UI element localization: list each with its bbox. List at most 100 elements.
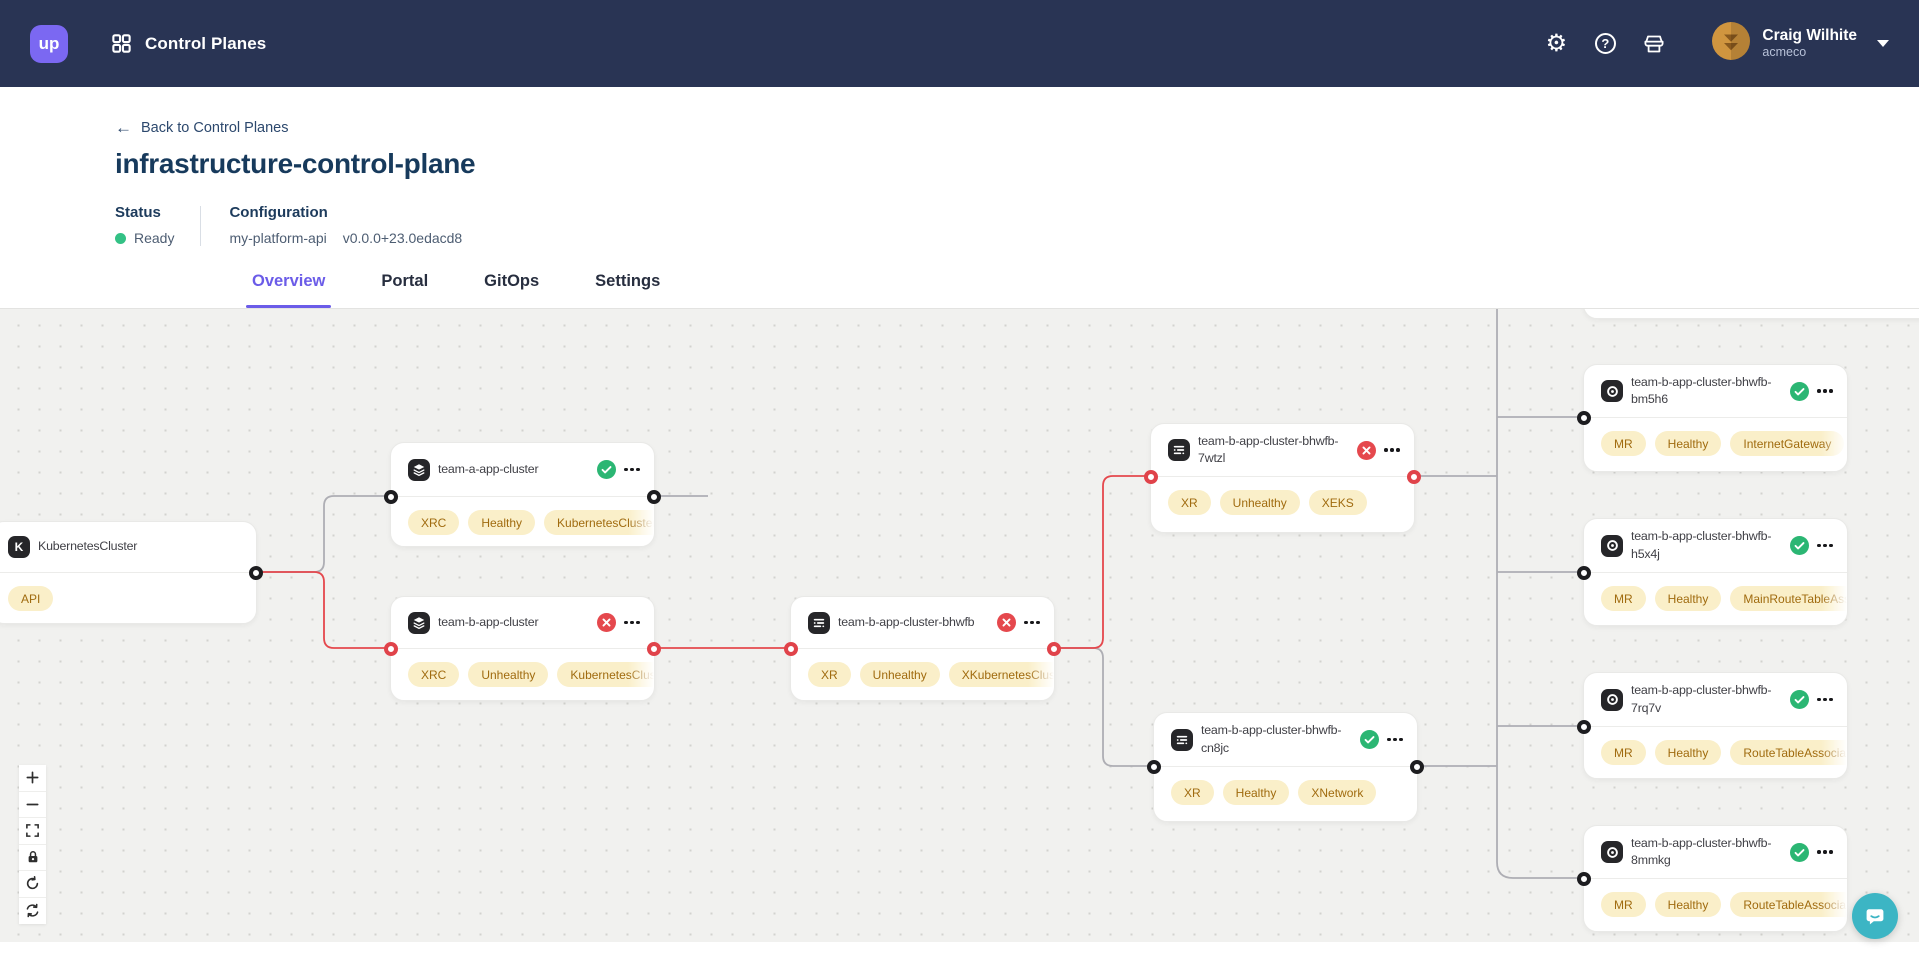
node-menu-button[interactable] bbox=[1384, 448, 1400, 452]
node-handle-right[interactable] bbox=[249, 566, 263, 580]
node-badges: MRHealthyMainRouteTableAssociation bbox=[1584, 573, 1847, 611]
graph-edge-trunk-vertical[interactable] bbox=[1496, 309, 1577, 879]
node-menu-button[interactable] bbox=[624, 620, 640, 625]
node-handle-right[interactable] bbox=[647, 490, 661, 504]
graph-edge-bhwfb-to-7wtzl[interactable] bbox=[1055, 475, 1150, 649]
chevron-down-icon bbox=[1877, 40, 1889, 47]
relayout-button[interactable] bbox=[19, 897, 46, 924]
help-glyph: ? bbox=[1594, 33, 1616, 54]
topbar-actions: ⚙ ? bbox=[1543, 22, 1889, 65]
fit-view-button[interactable] bbox=[19, 818, 46, 845]
chat-launcher-button[interactable] bbox=[1852, 893, 1898, 939]
healthy-status-icon bbox=[1790, 536, 1809, 555]
layers-icon bbox=[408, 611, 430, 634]
configuration-label: Configuration bbox=[229, 204, 328, 221]
user-text: Craig Wilhite acmeco bbox=[1762, 27, 1857, 59]
node-handle-right[interactable] bbox=[1410, 760, 1424, 774]
node-header: team-b-app-cluster-bhwfb-8mmkg bbox=[1584, 826, 1847, 879]
user-org: acmeco bbox=[1762, 45, 1807, 60]
node-handle-left[interactable] bbox=[1144, 470, 1158, 484]
help-icon[interactable]: ? bbox=[1592, 31, 1618, 57]
node-handle-left[interactable] bbox=[1147, 760, 1161, 774]
badge-xr: XR bbox=[1168, 490, 1211, 515]
node-menu-button[interactable] bbox=[1817, 697, 1833, 702]
node-title: team-b-app-cluster-bhwfb-8mmkg bbox=[1631, 835, 1772, 867]
node-menu-button[interactable] bbox=[1817, 543, 1833, 548]
target-icon bbox=[1601, 688, 1623, 711]
node-badges: API bbox=[0, 573, 256, 611]
zoom-out-button[interactable] bbox=[19, 791, 46, 818]
status-label: Status bbox=[115, 204, 161, 221]
node-handle-right[interactable] bbox=[1047, 642, 1061, 656]
graph-node-clipped-top[interactable] bbox=[1583, 309, 1919, 319]
badge-healthy: Healthy bbox=[1654, 431, 1722, 456]
badge-healthy: Healthy bbox=[1654, 586, 1722, 611]
badge-mr: MR bbox=[1601, 431, 1646, 456]
badge-healthy: Healthy bbox=[1654, 740, 1722, 765]
graph-edges bbox=[258, 309, 1577, 879]
upbound-logo[interactable]: up bbox=[30, 24, 68, 63]
graph-edge-kcluster-to-team-b[interactable] bbox=[258, 571, 390, 649]
badge-kubernetescluster: KubernetesCluster bbox=[557, 662, 654, 687]
gear-glyph: ⚙ bbox=[1545, 29, 1568, 57]
tab-gitops[interactable]: GitOps bbox=[482, 272, 541, 308]
rotate-button[interactable] bbox=[19, 871, 46, 898]
back-link[interactable]: ← Back to Control Planes bbox=[115, 119, 289, 136]
node-menu-button[interactable] bbox=[1817, 850, 1833, 854]
configuration-block: Configuration my-platform-api v0.0.0+23.… bbox=[229, 204, 462, 246]
status-text: Ready bbox=[134, 230, 175, 246]
lock-button[interactable] bbox=[19, 844, 46, 871]
node-menu-button[interactable] bbox=[1387, 737, 1403, 742]
node-handle-left[interactable] bbox=[1577, 720, 1591, 734]
badge-xr: XR bbox=[808, 662, 851, 687]
node-menu-button[interactable] bbox=[1024, 620, 1040, 625]
tab-settings[interactable]: Settings bbox=[593, 272, 662, 308]
tab-portal[interactable]: Portal bbox=[379, 272, 430, 308]
tabs: Overview Portal GitOps Settings bbox=[245, 272, 1919, 308]
node-header: team-b-app-cluster-bhwfb-7wtzl bbox=[1151, 424, 1414, 477]
layers-icon bbox=[408, 458, 430, 481]
user-menu[interactable]: Craig Wilhite acmeco bbox=[1712, 22, 1889, 65]
node-handle-left[interactable] bbox=[384, 490, 398, 504]
tab-overview[interactable]: Overview bbox=[245, 272, 332, 308]
node-menu-button[interactable] bbox=[624, 467, 640, 472]
node-title: team-b-app-cluster bbox=[438, 614, 539, 629]
node-badges: XRCUnhealthyKubernetesCluster bbox=[391, 649, 654, 687]
app-title: Control Planes bbox=[145, 33, 267, 53]
node-menu-button[interactable] bbox=[1817, 389, 1833, 393]
node-handle-left[interactable] bbox=[1577, 566, 1591, 580]
configuration-version: v0.0.0+23.0edacd8 bbox=[342, 230, 463, 246]
chat-bubble-icon bbox=[1866, 909, 1884, 925]
apps-grid-icon[interactable] bbox=[110, 32, 133, 55]
graph-edge-bhwfb-to-cn8jc[interactable] bbox=[1055, 647, 1153, 767]
node-handle-right[interactable] bbox=[1407, 470, 1421, 484]
graph-edge-kcluster-to-team-a[interactable] bbox=[258, 495, 390, 573]
marketplace-icon[interactable] bbox=[1641, 31, 1667, 57]
settings-gear-icon[interactable]: ⚙ bbox=[1543, 31, 1569, 57]
node-handle-left[interactable] bbox=[384, 642, 398, 656]
badge-xr: XR bbox=[1171, 780, 1214, 805]
target-icon bbox=[1601, 534, 1623, 557]
unhealthy-status-icon bbox=[597, 613, 616, 632]
node-handle-left[interactable] bbox=[1577, 872, 1591, 886]
node-handle-left[interactable] bbox=[784, 642, 798, 656]
back-label: Back to Control Planes bbox=[141, 119, 289, 136]
node-handle-left[interactable] bbox=[1577, 411, 1591, 425]
configuration-values: my-platform-api v0.0.0+23.0edacd8 bbox=[229, 230, 462, 246]
node-handle-right[interactable] bbox=[647, 642, 661, 656]
badge-healthy: Healthy bbox=[468, 510, 536, 535]
zoom-in-button[interactable] bbox=[19, 765, 46, 792]
